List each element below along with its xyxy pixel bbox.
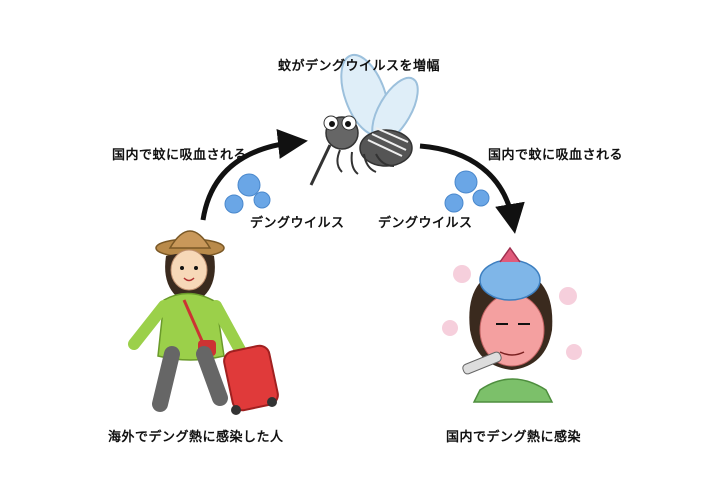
infected-abroad-label: 海外でデング熱に感染した人 xyxy=(108,430,284,445)
traveler-illustration xyxy=(128,230,279,415)
virus-label-right: デングウイルス xyxy=(378,216,473,231)
bitten-domestic-label-left: 国内で蚊に吸血される xyxy=(112,148,248,163)
arrow-mosquito-to-patient xyxy=(419,143,525,234)
bitten-domestic-label-right: 国内で蚊に吸血される xyxy=(488,148,624,163)
sick-person-illustration xyxy=(442,246,582,403)
mosquito-amplifies-label: 蚊がデングウイルスを増幅 xyxy=(278,59,441,74)
virus-label-left: デングウイルス xyxy=(250,216,345,231)
virus-cluster-left xyxy=(224,173,271,214)
mosquito-illustration xyxy=(309,53,419,186)
virus-cluster-right xyxy=(444,170,490,213)
arrow-traveler-to-mosquito xyxy=(200,129,308,221)
infected-domestic-label: 国内でデング熱に感染 xyxy=(446,430,582,445)
